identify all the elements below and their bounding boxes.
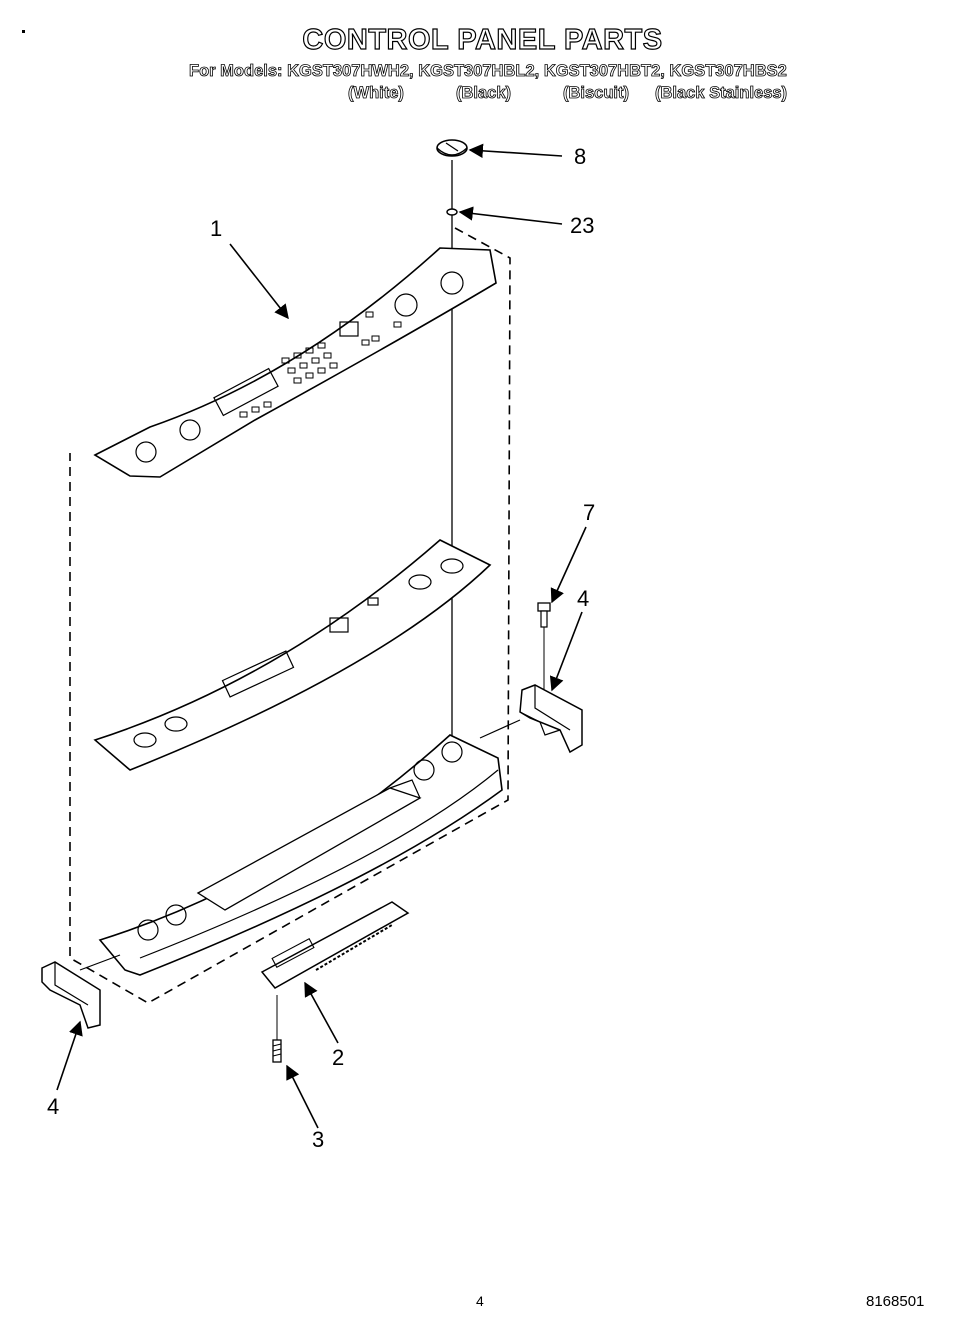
- membrane-panel: [93, 539, 492, 771]
- housing-knob-hole: [165, 904, 187, 926]
- variant-biscuit: (Biscuit): [563, 84, 630, 103]
- washer-part-23: [446, 208, 458, 216]
- leader-4-right: [549, 611, 583, 692]
- leader-3: [286, 1064, 319, 1129]
- leader-arrows: [56, 143, 587, 1129]
- housing-knob-hole: [413, 759, 435, 781]
- callout-2: 2: [332, 1045, 345, 1070]
- variant-black-stainless: (Black Stainless): [655, 84, 788, 103]
- assembly-boundary-dashed: [69, 227, 511, 1004]
- screw-part-7: [537, 602, 551, 700]
- callout-4-right: 4: [577, 586, 590, 611]
- callout-4-left: 4: [47, 1094, 60, 1119]
- leader-2: [304, 981, 339, 1044]
- panel-knob-ring: [440, 271, 464, 295]
- membrane-cutout: [367, 597, 379, 606]
- membrane-cutout: [221, 650, 295, 698]
- panel-knob-ring: [179, 419, 201, 441]
- knob-part-8: [436, 139, 468, 157]
- control-board-part-2: [260, 901, 410, 989]
- membrane-cutout: [329, 617, 349, 633]
- stray-mark: [22, 30, 25, 33]
- leader-7: [550, 526, 587, 604]
- leader-4-left: [56, 1020, 83, 1091]
- console-housing: [79, 719, 521, 976]
- leader-1: [229, 243, 289, 320]
- leader-8: [468, 143, 563, 159]
- page-number: 4: [476, 1293, 484, 1309]
- panel-display-window: [213, 367, 279, 417]
- overlay-panel-part-1: [93, 247, 497, 478]
- membrane-knob-hole: [440, 558, 464, 574]
- callout-8: 8: [574, 144, 587, 169]
- variant-black: (Black): [456, 84, 512, 103]
- models-line: For Models: KGST307HWH2, KGST307HBL2, KG…: [189, 62, 788, 81]
- panel-knob-ring: [394, 293, 418, 317]
- end-cap-left-part-4: [41, 961, 101, 1029]
- callout-3: 3: [312, 1127, 325, 1152]
- variant-white: (White): [348, 84, 405, 103]
- callout-7: 7: [583, 500, 596, 525]
- page-title: CONTROL PANEL PARTS: [302, 23, 663, 56]
- membrane-knob-hole: [133, 732, 157, 748]
- housing-knob-hole: [137, 919, 159, 941]
- callout-1: 1: [210, 216, 223, 241]
- panel-keypad: [239, 311, 402, 418]
- panel-knob-ring: [135, 441, 157, 463]
- document-number: 8168501: [866, 1293, 925, 1310]
- callout-23: 23: [570, 213, 595, 238]
- housing-knob-hole: [441, 741, 463, 763]
- membrane-knob-hole: [408, 574, 432, 590]
- panel-square-button: [339, 321, 359, 337]
- membrane-knob-hole: [164, 716, 188, 732]
- end-cap-right-part-4: [519, 684, 583, 754]
- screw-part-3: [272, 995, 282, 1063]
- leader-23: [458, 206, 563, 225]
